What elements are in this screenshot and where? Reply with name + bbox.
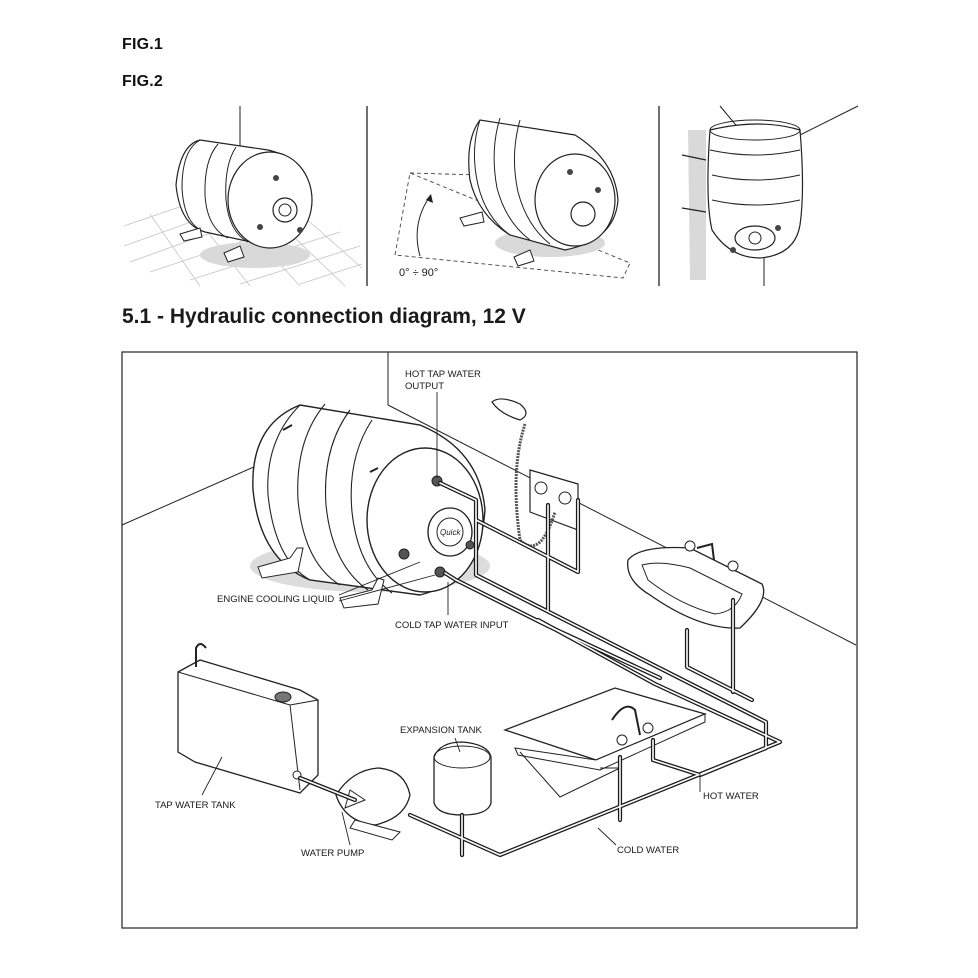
fig2-label: FIG.2 <box>122 73 164 90</box>
tap-water-tank <box>177 643 319 794</box>
heater-horizontal-floor <box>123 106 363 287</box>
label-expansion-tank: EXPANSION TANK <box>400 725 482 736</box>
section-title: 5.1 - Hydraulic connection diagram, 12 V <box>122 305 526 328</box>
shower-mixer <box>491 398 579 548</box>
washbasin <box>627 540 765 629</box>
water-pump <box>335 767 411 841</box>
water-heater: Quick <box>250 403 490 609</box>
label-hot-tap-water-output-1: HOT TAP WATER <box>405 369 481 380</box>
label-cold-tap-water-input: COLD TAP WATER INPUT <box>395 620 509 631</box>
diagram-frame <box>121 351 858 929</box>
label-hot-water: HOT WATER <box>703 791 759 802</box>
svg-text:Quick: Quick <box>440 528 461 537</box>
heater-tilted: 0° ÷ 90° <box>394 117 631 279</box>
fig1-label: FIG.1 <box>122 36 164 53</box>
label-cold-water: COLD WATER <box>617 845 679 856</box>
label-hot-tap-water-output-2: OUTPUT <box>405 381 444 392</box>
tilt-angle-label: 0° ÷ 90° <box>399 267 438 279</box>
expansion-tank <box>433 741 492 816</box>
label-tap-water-tank: TAP WATER TANK <box>155 800 236 811</box>
label-engine-cooling-liquid: ENGINE COOLING LIQUID <box>217 594 334 605</box>
fig2-panels: 0° ÷ 90° <box>123 105 859 287</box>
kitchen-sink <box>503 687 707 798</box>
label-water-pump: WATER PUMP <box>301 848 364 859</box>
heater-vertical-wall <box>681 105 859 286</box>
